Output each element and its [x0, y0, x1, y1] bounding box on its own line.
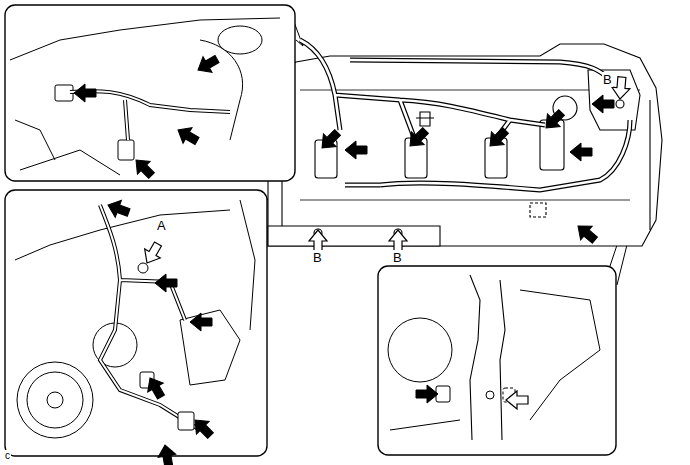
figure-code: c	[4, 450, 11, 462]
connector-arrow	[142, 374, 169, 402]
harness-outline	[70, 91, 230, 140]
bolt	[616, 100, 624, 108]
harness-outline	[300, 40, 630, 190]
connector-arrow	[189, 414, 217, 442]
bolt-arrow	[611, 76, 631, 99]
harness-outline	[100, 205, 200, 430]
pipe-bracket	[268, 226, 440, 246]
callout-letter: B	[392, 250, 403, 265]
connector-arrow	[105, 197, 132, 221]
bolt-arrow	[139, 239, 166, 267]
connector-arrow	[592, 95, 614, 113]
connector	[178, 412, 194, 430]
connector-arrow	[174, 122, 202, 149]
pipe-bracket	[470, 275, 505, 440]
pulley-groove	[27, 372, 83, 428]
connector-arrow	[404, 124, 432, 152]
wire-harness	[300, 40, 630, 190]
detail-inset-right	[378, 266, 616, 455]
connector-arrow	[190, 313, 212, 331]
callout-letter: B	[312, 250, 323, 265]
engine-detail	[10, 18, 280, 175]
filler-cap	[218, 26, 262, 54]
pump-body	[180, 310, 240, 385]
connector-arrow	[345, 141, 367, 159]
harness-fill	[100, 205, 200, 430]
pulley	[17, 362, 93, 438]
inset-frame	[5, 5, 295, 181]
harness-fill	[300, 40, 630, 190]
connector-arrow	[540, 106, 568, 134]
detail-inset-left	[5, 190, 267, 456]
bolt	[138, 263, 148, 273]
connector-arrow	[155, 274, 177, 292]
connector-arrow	[416, 385, 438, 403]
clamp-mark	[530, 203, 546, 217]
connector-arrow	[194, 51, 222, 78]
connector-arrow	[484, 124, 512, 152]
connector-arrow	[74, 84, 96, 102]
sensor-mark	[416, 112, 434, 126]
connector-arrow	[572, 219, 600, 247]
connector-arrow	[316, 126, 344, 154]
bolt-arrow	[506, 391, 528, 409]
engine-detail	[390, 290, 600, 430]
bolt-arrow	[309, 230, 327, 252]
bolt-arrow	[389, 230, 407, 252]
callout-letter: B	[602, 72, 613, 87]
callout-letter: A	[156, 218, 167, 233]
vacuum-pump	[388, 318, 452, 382]
connector	[118, 140, 134, 160]
connector-arrow	[156, 443, 178, 465]
connector-arrows	[74, 51, 614, 465]
connector-arrow	[130, 154, 158, 182]
connector-arrow	[570, 143, 592, 161]
harness-fill	[70, 91, 230, 140]
bolt-arrows	[139, 76, 631, 409]
detail-inset-top	[5, 5, 295, 181]
inset-frame	[5, 190, 267, 456]
pulley-hub	[47, 392, 63, 408]
inset-frame	[378, 266, 616, 455]
bolt	[486, 391, 494, 399]
engine-detail	[15, 200, 255, 330]
